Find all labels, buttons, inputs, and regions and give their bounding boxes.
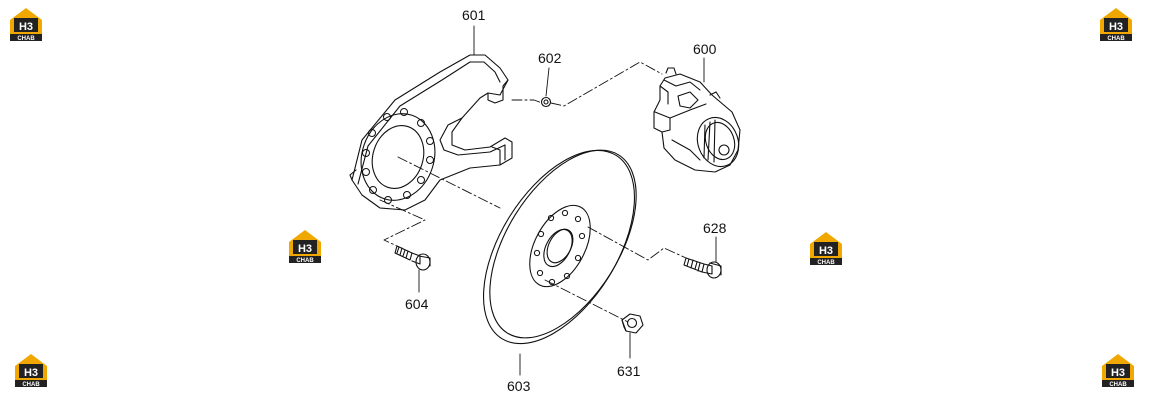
label-628: 628 <box>703 220 727 236</box>
part-602-washer[interactable] <box>540 96 552 108</box>
watermark-logo-mid-right: H3 CHAB <box>808 230 844 266</box>
leader-lines <box>418 25 717 376</box>
part-600-caliper[interactable] <box>653 67 745 173</box>
house-logo-icon: H3 CHAB <box>1100 8 1132 42</box>
house-logo-icon: H3 CHAB <box>810 232 842 266</box>
svg-text:H3: H3 <box>19 21 33 33</box>
part-628-bolt[interactable] <box>683 257 722 279</box>
svg-text:H3: H3 <box>298 243 312 255</box>
assembly-lines <box>379 61 687 323</box>
watermark-logo-bottom-left: H3 CHAB <box>13 352 49 388</box>
svg-text:CHAB: CHAB <box>296 258 314 264</box>
svg-text:H3: H3 <box>819 245 833 257</box>
svg-text:H3: H3 <box>24 367 38 379</box>
label-602: 602 <box>538 50 562 66</box>
label-631: 631 <box>617 363 641 379</box>
svg-text:CHAB: CHAB <box>22 382 40 388</box>
house-logo-icon: H3 CHAB <box>10 8 42 42</box>
svg-text:CHAB: CHAB <box>1109 382 1127 388</box>
label-604: 604 <box>405 296 429 312</box>
watermark-logo-top-right: H3 CHAB <box>1098 6 1134 42</box>
svg-text:CHAB: CHAB <box>817 260 835 266</box>
part-603-disc[interactable] <box>453 125 667 370</box>
house-logo-icon: H3 CHAB <box>15 354 47 388</box>
house-logo-icon: H3 CHAB <box>289 230 321 264</box>
part-601-bracket[interactable] <box>349 54 513 211</box>
part-631-nut[interactable] <box>621 313 644 334</box>
svg-text:CHAB: CHAB <box>1107 36 1125 42</box>
svg-text:H3: H3 <box>1109 21 1123 33</box>
house-logo-icon: H3 CHAB <box>1102 354 1134 388</box>
svg-text:CHAB: CHAB <box>17 36 35 42</box>
watermark-logo-mid-left: H3 CHAB <box>287 228 323 264</box>
watermark-logo-top-left: H3 CHAB <box>8 6 44 42</box>
svg-text:H3: H3 <box>1111 367 1125 379</box>
label-603: 603 <box>507 378 531 394</box>
part-604-bolt[interactable] <box>394 245 431 271</box>
watermark-logo-bottom-right: H3 CHAB <box>1100 352 1136 388</box>
label-600: 600 <box>693 41 717 57</box>
label-601: 601 <box>462 7 486 23</box>
